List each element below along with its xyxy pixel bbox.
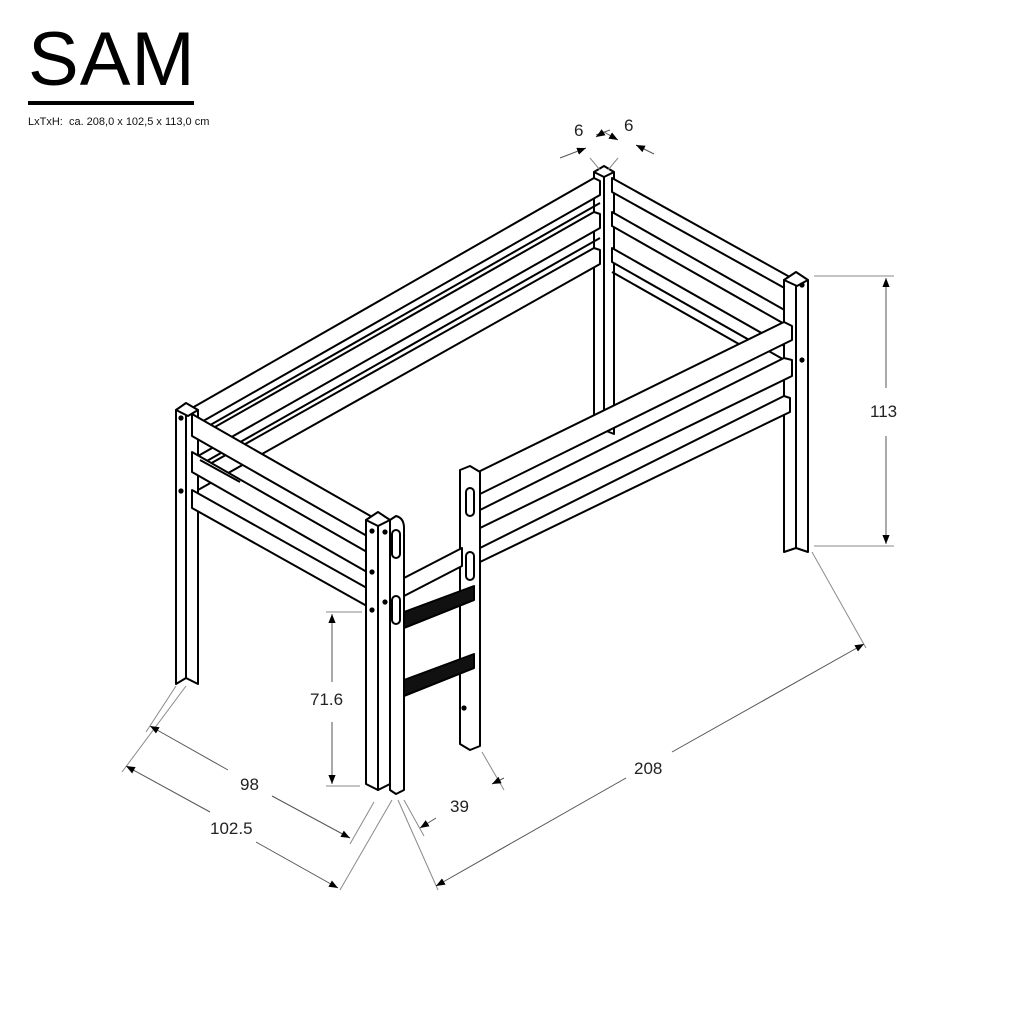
dimension-labels: 6 6 113 71.6 98 102.5 39 208 bbox=[210, 116, 897, 838]
dim-label-length: 208 bbox=[634, 759, 662, 778]
dim-height bbox=[814, 275, 894, 547]
front-long-side-rails bbox=[469, 321, 793, 563]
overall-dimensions-label: LxTxH: ca. 208,0 x 102,5 x 113,0 cm bbox=[28, 116, 210, 128]
dim-label-ladder-width: 39 bbox=[450, 797, 469, 816]
head-end-rails bbox=[191, 413, 375, 611]
dim-ladder-width bbox=[403, 751, 505, 837]
ladder-left-stile bbox=[382, 515, 405, 795]
back-corner-post bbox=[593, 165, 615, 435]
far-end-rails bbox=[611, 177, 789, 363]
left-corner-post bbox=[175, 402, 199, 685]
dim-length bbox=[397, 551, 867, 891]
ladder-right-stile bbox=[459, 465, 481, 751]
dim-post-width bbox=[559, 129, 655, 171]
dim-label-inner-width: 98 bbox=[240, 775, 259, 794]
dimension-annotations bbox=[121, 129, 894, 891]
title-underline bbox=[28, 101, 194, 105]
dim-label-ladder-height: 71.6 bbox=[310, 690, 343, 709]
dim-label-outer-width: 102.5 bbox=[210, 819, 253, 838]
dim-label-height: 113 bbox=[870, 402, 897, 421]
product-title: SAM bbox=[28, 17, 196, 102]
back-long-side-rails bbox=[191, 177, 601, 491]
bed-frame bbox=[175, 165, 809, 795]
dim-label-post-width-a: 6 bbox=[574, 121, 583, 140]
dim-width bbox=[121, 685, 393, 891]
front-corner-post bbox=[365, 511, 391, 791]
dim-label-post-width-b: 6 bbox=[624, 116, 633, 135]
dim-ladder-height bbox=[326, 611, 362, 787]
